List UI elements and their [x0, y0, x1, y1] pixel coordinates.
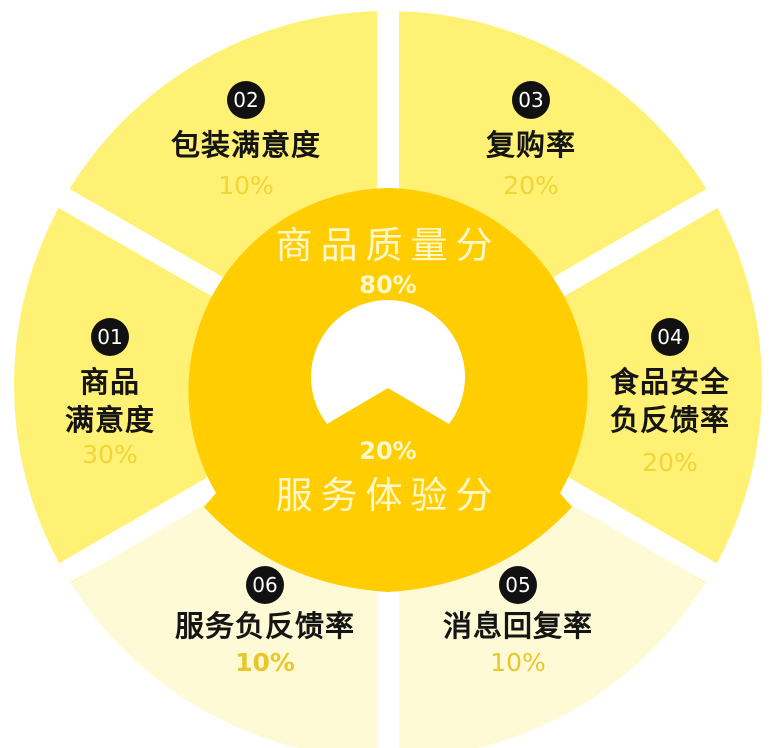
segment-01-badge: 01 — [90, 318, 129, 356]
segment-02: 02 包装满意度 10% — [171, 81, 321, 201]
segment-01-title-line1: 商品 — [79, 365, 141, 399]
segment-01: 01 商品 满意度 30% — [65, 318, 155, 470]
center-upper-title: 商品质量分 — [275, 224, 501, 267]
segment-03-title: 复购率 — [485, 128, 577, 162]
segment-05-percent: 10% — [490, 648, 546, 677]
segment-04-title-line2: 负反馈率 — [609, 403, 731, 437]
segment-06-badge: 06 — [245, 566, 284, 604]
center-lower-group: 20% 服务体验分 — [276, 437, 501, 519]
segment-06: 06 服务负反馈率 10% — [175, 566, 355, 678]
segment-02-badge: 02 — [226, 81, 265, 119]
segment-05-title: 消息回复率 — [442, 609, 594, 643]
segment-06-title: 服务负反馈率 — [174, 609, 356, 643]
center-upper-group: 商品质量分 80% — [276, 215, 501, 299]
segment-02-percent: 10% — [218, 171, 274, 200]
segment-03: 03 复购率 20% — [486, 81, 576, 201]
segment-04: 04 食品安全 负反馈率 20% — [610, 318, 730, 478]
segment-06-percent: 10% — [235, 648, 295, 677]
center-disc — [188, 188, 588, 592]
segment-01-percent: 30% — [82, 440, 138, 469]
center-lower-title: 服务体验分 — [275, 474, 501, 517]
house-chevron-icon — [311, 300, 466, 424]
segment-03-percent: 20% — [503, 171, 559, 200]
segment-01-title-line2: 满意度 — [64, 403, 156, 437]
center-upper-percent: 80% — [359, 271, 417, 299]
segment-05: 05 消息回复率 10% — [443, 566, 593, 678]
center-lower-percent: 20% — [359, 437, 417, 465]
segment-03-badge: 03 — [511, 81, 550, 119]
segment-05-badge: 05 — [498, 566, 537, 604]
segment-02-title: 包装满意度 — [170, 128, 322, 162]
segment-04-badge: 04 — [650, 318, 689, 356]
segment-04-title-line1: 食品安全 — [609, 365, 731, 399]
segment-04-percent: 20% — [642, 448, 698, 477]
